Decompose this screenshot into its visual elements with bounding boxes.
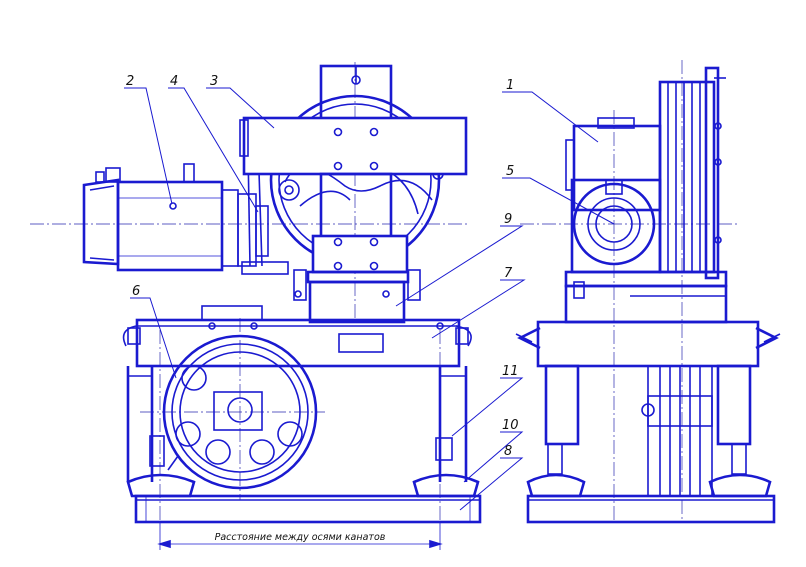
front-view: Расстояние между осями канатов [30,62,482,550]
pedestal [293,269,421,324]
deflector-sheave [162,334,318,490]
side-pedestal [564,270,728,324]
side-top-plate [515,320,781,368]
callout-4: 4 [170,74,178,89]
callout-leaders [124,87,615,511]
frame-top-plate [122,305,472,368]
callout-6: 6 [132,284,140,299]
callout-9: 9 [504,212,512,227]
top-bracket [239,64,468,240]
rope-channel [641,365,713,497]
callout-3: 3 [210,74,218,89]
isolators [126,473,480,498]
electric-motor [82,163,239,272]
side-base [526,494,776,524]
side-legs [526,364,772,498]
callout-11: 11 [502,364,519,379]
rope-distance-dimension: Расстояние между осями канатов [157,522,443,550]
side-view [515,60,781,524]
gearbox-housing [565,117,662,212]
callout-7: 7 [504,266,513,281]
callout-labels: 1 2 3 4 5 6 7 8 9 10 11 [126,74,519,459]
callout-2: 2 [126,74,134,89]
motor-end [570,178,662,274]
frame-legs [126,366,468,482]
callout-1: 1 [506,78,514,93]
dimension-label: Расстояние между осями канатов [215,532,386,543]
callout-5: 5 [506,164,514,179]
sheave-stack [658,66,726,280]
callout-8: 8 [504,444,512,459]
base-frame [134,494,482,524]
callout-10: 10 [502,418,519,433]
clamp-block [306,234,410,284]
